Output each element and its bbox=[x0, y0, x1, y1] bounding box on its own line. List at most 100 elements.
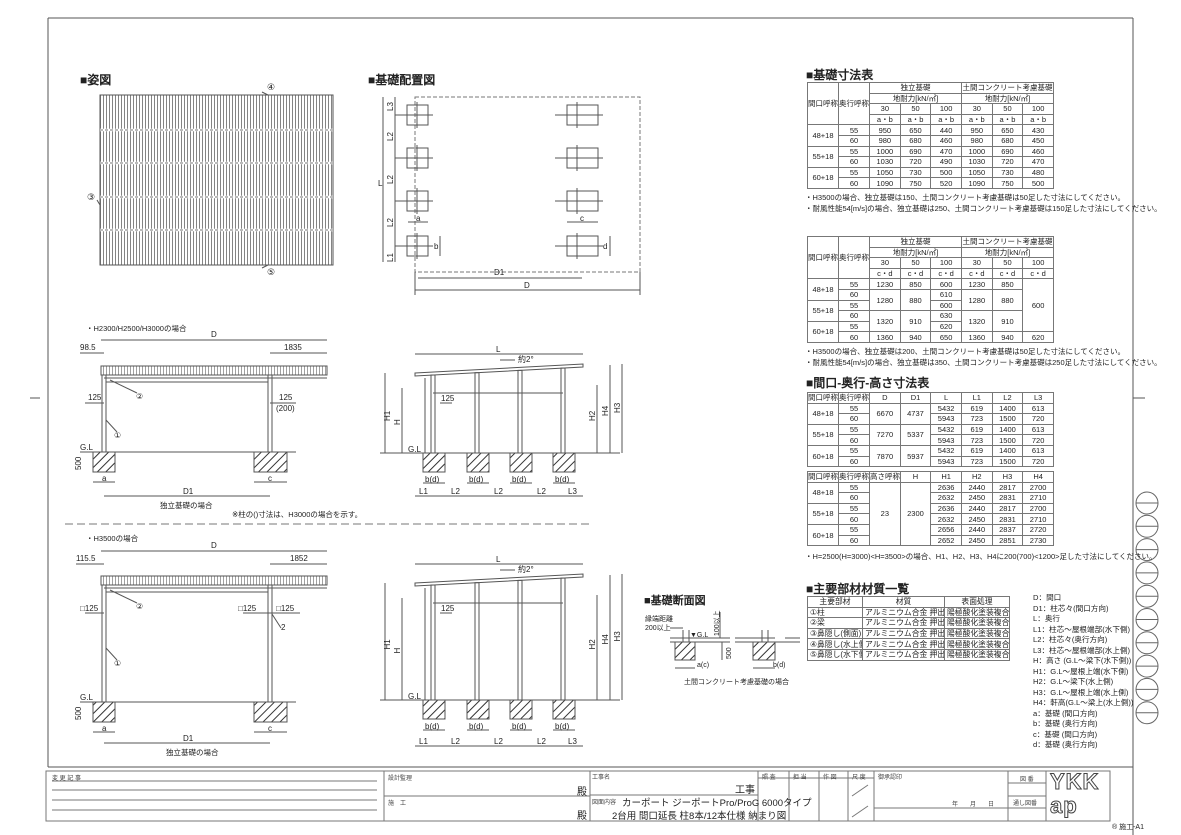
construction-label: 施 工 bbox=[388, 801, 407, 807]
edge-distance-label: 縁端距離 bbox=[645, 614, 673, 623]
load-value: 50 bbox=[991, 257, 1024, 269]
table-cell: 1230 bbox=[960, 278, 993, 290]
table-cell: 2837 bbox=[991, 523, 1024, 536]
load-value: 50 bbox=[991, 103, 1024, 115]
table-cell: 60 bbox=[838, 156, 870, 168]
dim-L2: L2 bbox=[386, 175, 395, 184]
foundation-section: 縁端距離 200以上 100以上 ▼G.L 500 a(c) b(d) 土間コン… bbox=[645, 610, 800, 686]
dim-bd: b(d) bbox=[555, 722, 570, 731]
table-cell: 610 bbox=[930, 288, 962, 301]
section-caption: 土間コンクリート考慮基礎の場合 bbox=[684, 677, 789, 686]
table-cell: 2817 bbox=[991, 502, 1024, 515]
dim-a: a bbox=[102, 474, 107, 483]
load-value: 30 bbox=[960, 257, 993, 269]
table-cell: 55+18 bbox=[807, 145, 839, 168]
unit-label: c・d bbox=[899, 267, 932, 280]
post bbox=[560, 577, 566, 701]
table-cell: 500 bbox=[930, 166, 962, 179]
table-cell: 910 bbox=[991, 310, 1024, 333]
table-cell: 2636 bbox=[930, 502, 962, 515]
col-charge: 担 当 bbox=[793, 775, 807, 781]
table-cell: 48+18 bbox=[807, 124, 839, 147]
gl-label: G.L bbox=[80, 693, 93, 702]
heading-danmen: ■基礎断面図 bbox=[644, 595, 706, 607]
table-cell: 880 bbox=[991, 288, 1024, 312]
dim-c: c bbox=[268, 474, 272, 483]
footing bbox=[466, 452, 490, 473]
dim-L: L bbox=[496, 345, 501, 354]
table-cell: 1500 bbox=[991, 434, 1024, 446]
table-cell: 2720 bbox=[1022, 523, 1054, 536]
dim-H3: H3 bbox=[613, 631, 622, 642]
footing bbox=[509, 452, 533, 473]
gl-label: ▼G.L bbox=[690, 632, 708, 639]
dim-a: a bbox=[102, 724, 107, 733]
table-cell: 910 bbox=[899, 310, 932, 333]
unit-label: a・b bbox=[869, 113, 901, 126]
dim-D1: D1 bbox=[183, 734, 194, 743]
table-cell: 2632 bbox=[930, 513, 962, 525]
col-tairyoku: 地耐力[kN/㎡] bbox=[869, 92, 962, 105]
callout-2: ② bbox=[136, 392, 143, 401]
table-cell: 60 bbox=[838, 134, 870, 147]
dim-500: 500 bbox=[74, 456, 83, 470]
table-cell: 2831 bbox=[991, 492, 1024, 504]
col-maguchi: 間口呼称 bbox=[807, 81, 839, 126]
table-cell: 60 bbox=[838, 434, 870, 446]
gl-label: G.L bbox=[408, 445, 421, 454]
footing bbox=[422, 699, 446, 720]
dim-L2: L2 bbox=[451, 487, 460, 496]
table-cell: 613 bbox=[1022, 402, 1054, 415]
unit-label: c・d bbox=[1022, 267, 1054, 280]
footing bbox=[509, 699, 533, 720]
dim-L2: L2 bbox=[537, 487, 546, 496]
table-cell: 630 bbox=[930, 310, 962, 322]
table-cell: 55 bbox=[838, 166, 870, 179]
column-header: 主要部材 bbox=[807, 596, 863, 608]
table-cell: 1090 bbox=[960, 177, 993, 189]
table-cell: 2831 bbox=[991, 513, 1024, 525]
legend-item: D1：柱芯々(間口方向) bbox=[1033, 603, 1109, 613]
ykk-ap-logo: YKK ap bbox=[1050, 769, 1100, 818]
table-cell: 55 bbox=[838, 124, 870, 136]
table-cell: 650 bbox=[930, 331, 962, 343]
supervision-label: 設計監理 bbox=[388, 776, 413, 782]
note: ・耐風性能54[m/s]の場合、独立基礎は350、土間コンクリート考慮基礎は25… bbox=[805, 358, 1162, 367]
table-row: ③鼻隠し(側面)アルミニウム合金 押出形材陽極酸化塗装複合被膜 bbox=[807, 627, 1010, 640]
table-cell: ④鼻隠し(水上側) bbox=[807, 638, 863, 650]
table-cell: 720 bbox=[899, 156, 932, 168]
load-value: 100 bbox=[930, 103, 962, 115]
table-cell: 60 bbox=[838, 288, 870, 301]
project-suffix: 工事 bbox=[735, 785, 755, 796]
dim-c: c bbox=[268, 724, 272, 733]
table-cell: 680 bbox=[991, 134, 1024, 147]
dim-sq125: □125 bbox=[80, 604, 99, 613]
slope-label: 約2° bbox=[518, 564, 534, 574]
load-value: 100 bbox=[1022, 257, 1054, 269]
callout-2: ② bbox=[136, 602, 143, 611]
table-cell: 690 bbox=[991, 145, 1024, 158]
slope-label: 約2° bbox=[518, 354, 534, 364]
dim-D1: D1 bbox=[494, 268, 505, 277]
column-header: L1 bbox=[960, 392, 993, 404]
column-header: H bbox=[899, 471, 932, 483]
table-cell: 7870 bbox=[869, 444, 901, 468]
side-view-h3500: ・H3500の場合 D 115.5 1852 □125 □125 □125 2 … bbox=[74, 533, 328, 757]
col-drafter: 作 図 bbox=[823, 775, 837, 781]
table-cell: 940 bbox=[899, 331, 932, 343]
note: ・H3500の場合、独立基礎は200、土間コンクリート考慮基礎は50足した寸法に… bbox=[805, 347, 1126, 356]
table-cell: 613 bbox=[1022, 423, 1054, 436]
dim-left-offset: 115.5 bbox=[76, 554, 96, 563]
table-cell: 60 bbox=[838, 177, 870, 189]
table-cell: 5432 bbox=[930, 423, 962, 436]
column-header: L bbox=[930, 392, 962, 404]
